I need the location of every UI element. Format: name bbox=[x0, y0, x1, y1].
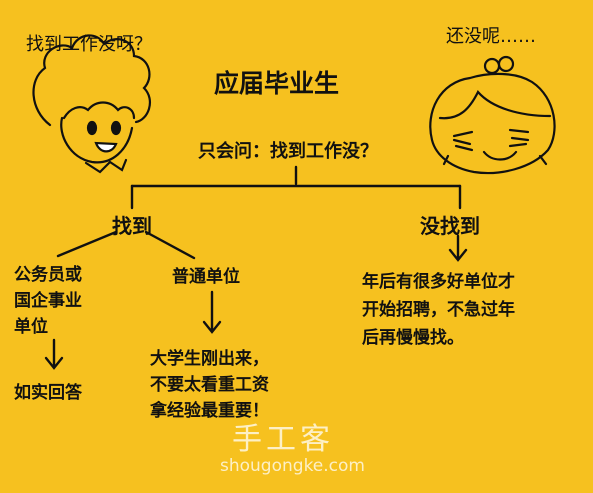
honest-answer-label: 如实回答 bbox=[14, 383, 82, 403]
title: 应届毕业生 bbox=[214, 69, 340, 98]
civil-arrow bbox=[44, 338, 64, 370]
right-speech-text: 还没呢…… bbox=[446, 26, 536, 47]
ordinary-advice-text: 大学生刚出来， 不要太看重工资 拿经验最重要！ bbox=[150, 346, 269, 424]
found-right-line bbox=[144, 230, 196, 260]
left-speech-text: 找到工作没呀？ bbox=[26, 34, 152, 55]
crying-character-illustration bbox=[429, 55, 556, 175]
branch-found-label: 找到 bbox=[112, 214, 152, 238]
not-found-advice-text: 年后有很多好单位才 开始招聘，不急过年 后再慢慢找。 bbox=[362, 268, 515, 352]
not-found-advice-line: 后再慢慢找。 bbox=[362, 328, 464, 348]
ordinary-arrow bbox=[202, 290, 222, 334]
civil-service-line: 国企事业 bbox=[14, 291, 82, 311]
civil-service-label: 公务员或 国企事业 单位 bbox=[14, 262, 82, 340]
not-found-arrow bbox=[448, 234, 468, 262]
branch-not-found-label: 没找到 bbox=[420, 214, 480, 238]
watermark-url: shougongke.com bbox=[220, 456, 365, 476]
not-found-advice-line: 年后有很多好单位才 bbox=[362, 272, 515, 292]
not-found-advice-line: 开始招聘，不急过年 bbox=[362, 300, 515, 320]
watermark-brand: 手工客 bbox=[232, 422, 334, 457]
found-left-line bbox=[56, 230, 118, 258]
civil-service-line: 单位 bbox=[14, 317, 48, 337]
curly-hair-character-illustration bbox=[32, 34, 152, 174]
ordinary-advice-line: 拿经验最重要！ bbox=[150, 401, 269, 421]
ordinary-advice-line: 大学生刚出来， bbox=[150, 349, 269, 369]
question-text: 只会问：找到工作没？ bbox=[198, 141, 378, 162]
ordinary-unit-label: 普通单位 bbox=[172, 267, 240, 287]
civil-service-line: 公务员或 bbox=[14, 265, 82, 285]
ordinary-advice-line: 不要太看重工资 bbox=[150, 375, 269, 395]
